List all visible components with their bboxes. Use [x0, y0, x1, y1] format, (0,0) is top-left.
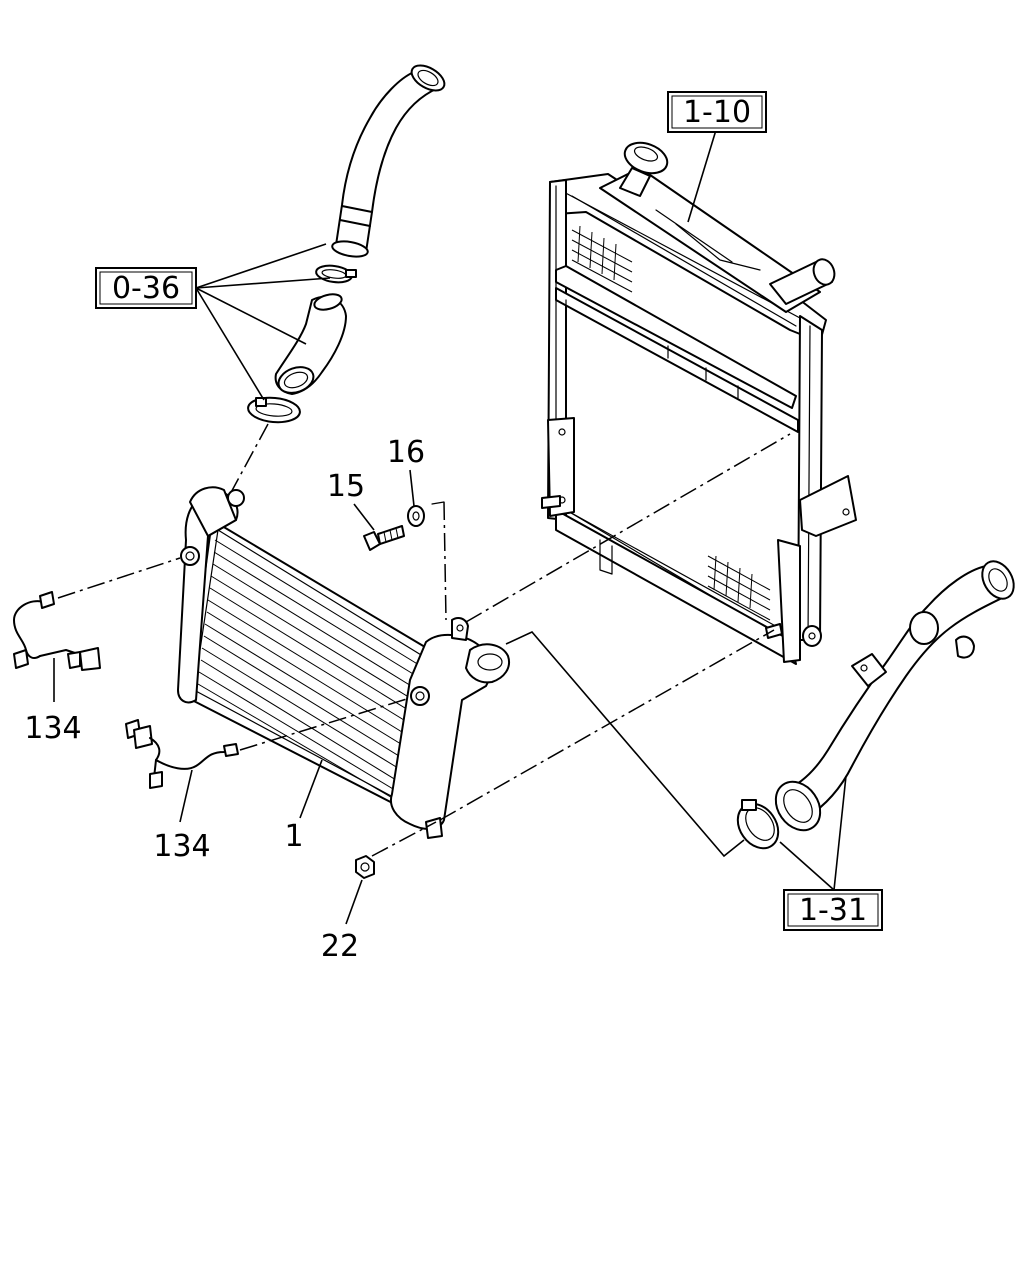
- assembly-line-sensor-left: [57, 557, 181, 599]
- part-label-16: 16: [387, 435, 425, 470]
- leader-1: [299, 759, 323, 819]
- assembly-line-bracket-upper: [465, 433, 791, 623]
- assembly-line-sensor-lower: [239, 697, 411, 751]
- callout-1-10[interactable]: 1-10: [667, 91, 767, 133]
- leader-1-10: [687, 129, 717, 223]
- sensor-134-left: [13, 591, 101, 671]
- assembly-line-bolt: [443, 501, 447, 621]
- leader-134-lower: [179, 769, 193, 823]
- leader-1-31-b: [833, 775, 847, 891]
- radiator-cap: [619, 141, 669, 197]
- inlet-hose: [274, 293, 347, 395]
- leader-22: [345, 879, 363, 925]
- assembly-line-bracket-lower: [439, 629, 775, 821]
- leader-1-31-c: [505, 631, 745, 858]
- bolt-15: [363, 525, 405, 551]
- intercooler-core: [177, 486, 510, 839]
- radiator-frame: [541, 141, 857, 665]
- leader-0-36-b: [195, 277, 331, 289]
- part-label-134-left: 134: [24, 711, 81, 746]
- part-label-134-lower: 134: [153, 829, 210, 864]
- part-label-1: 1: [284, 819, 303, 854]
- leader-0-36-d: [195, 287, 265, 401]
- callout-1-31[interactable]: 1-31: [783, 889, 883, 931]
- outlet-clamp: [736, 799, 780, 850]
- leader-15: [353, 503, 375, 531]
- washer-16: [407, 505, 425, 527]
- sensor-134-lower: [125, 719, 239, 789]
- outlet-pipe: [774, 560, 1015, 832]
- callout-1-31-label: 1-31: [799, 893, 867, 928]
- upper-inlet-pipe: [331, 64, 446, 258]
- part-label-22: 22: [321, 929, 359, 964]
- callout-0-36[interactable]: 0-36: [95, 267, 197, 309]
- inlet-clamp-lower: [247, 396, 301, 424]
- bracket-line: [431, 501, 445, 505]
- nut-22: [355, 855, 375, 879]
- callout-0-36-label: 0-36: [112, 271, 180, 306]
- leader-0-36-c: [195, 287, 307, 345]
- leader-16: [409, 469, 415, 507]
- assembly-line-nut: [371, 821, 437, 857]
- assembly-line-inlet: [227, 423, 269, 499]
- inlet-clamp-upper: [315, 264, 357, 284]
- part-label-15: 15: [327, 469, 365, 504]
- callout-1-10-label: 1-10: [683, 95, 751, 130]
- leader-1-31-a: [779, 841, 835, 891]
- leader-0-36-a: [195, 243, 327, 289]
